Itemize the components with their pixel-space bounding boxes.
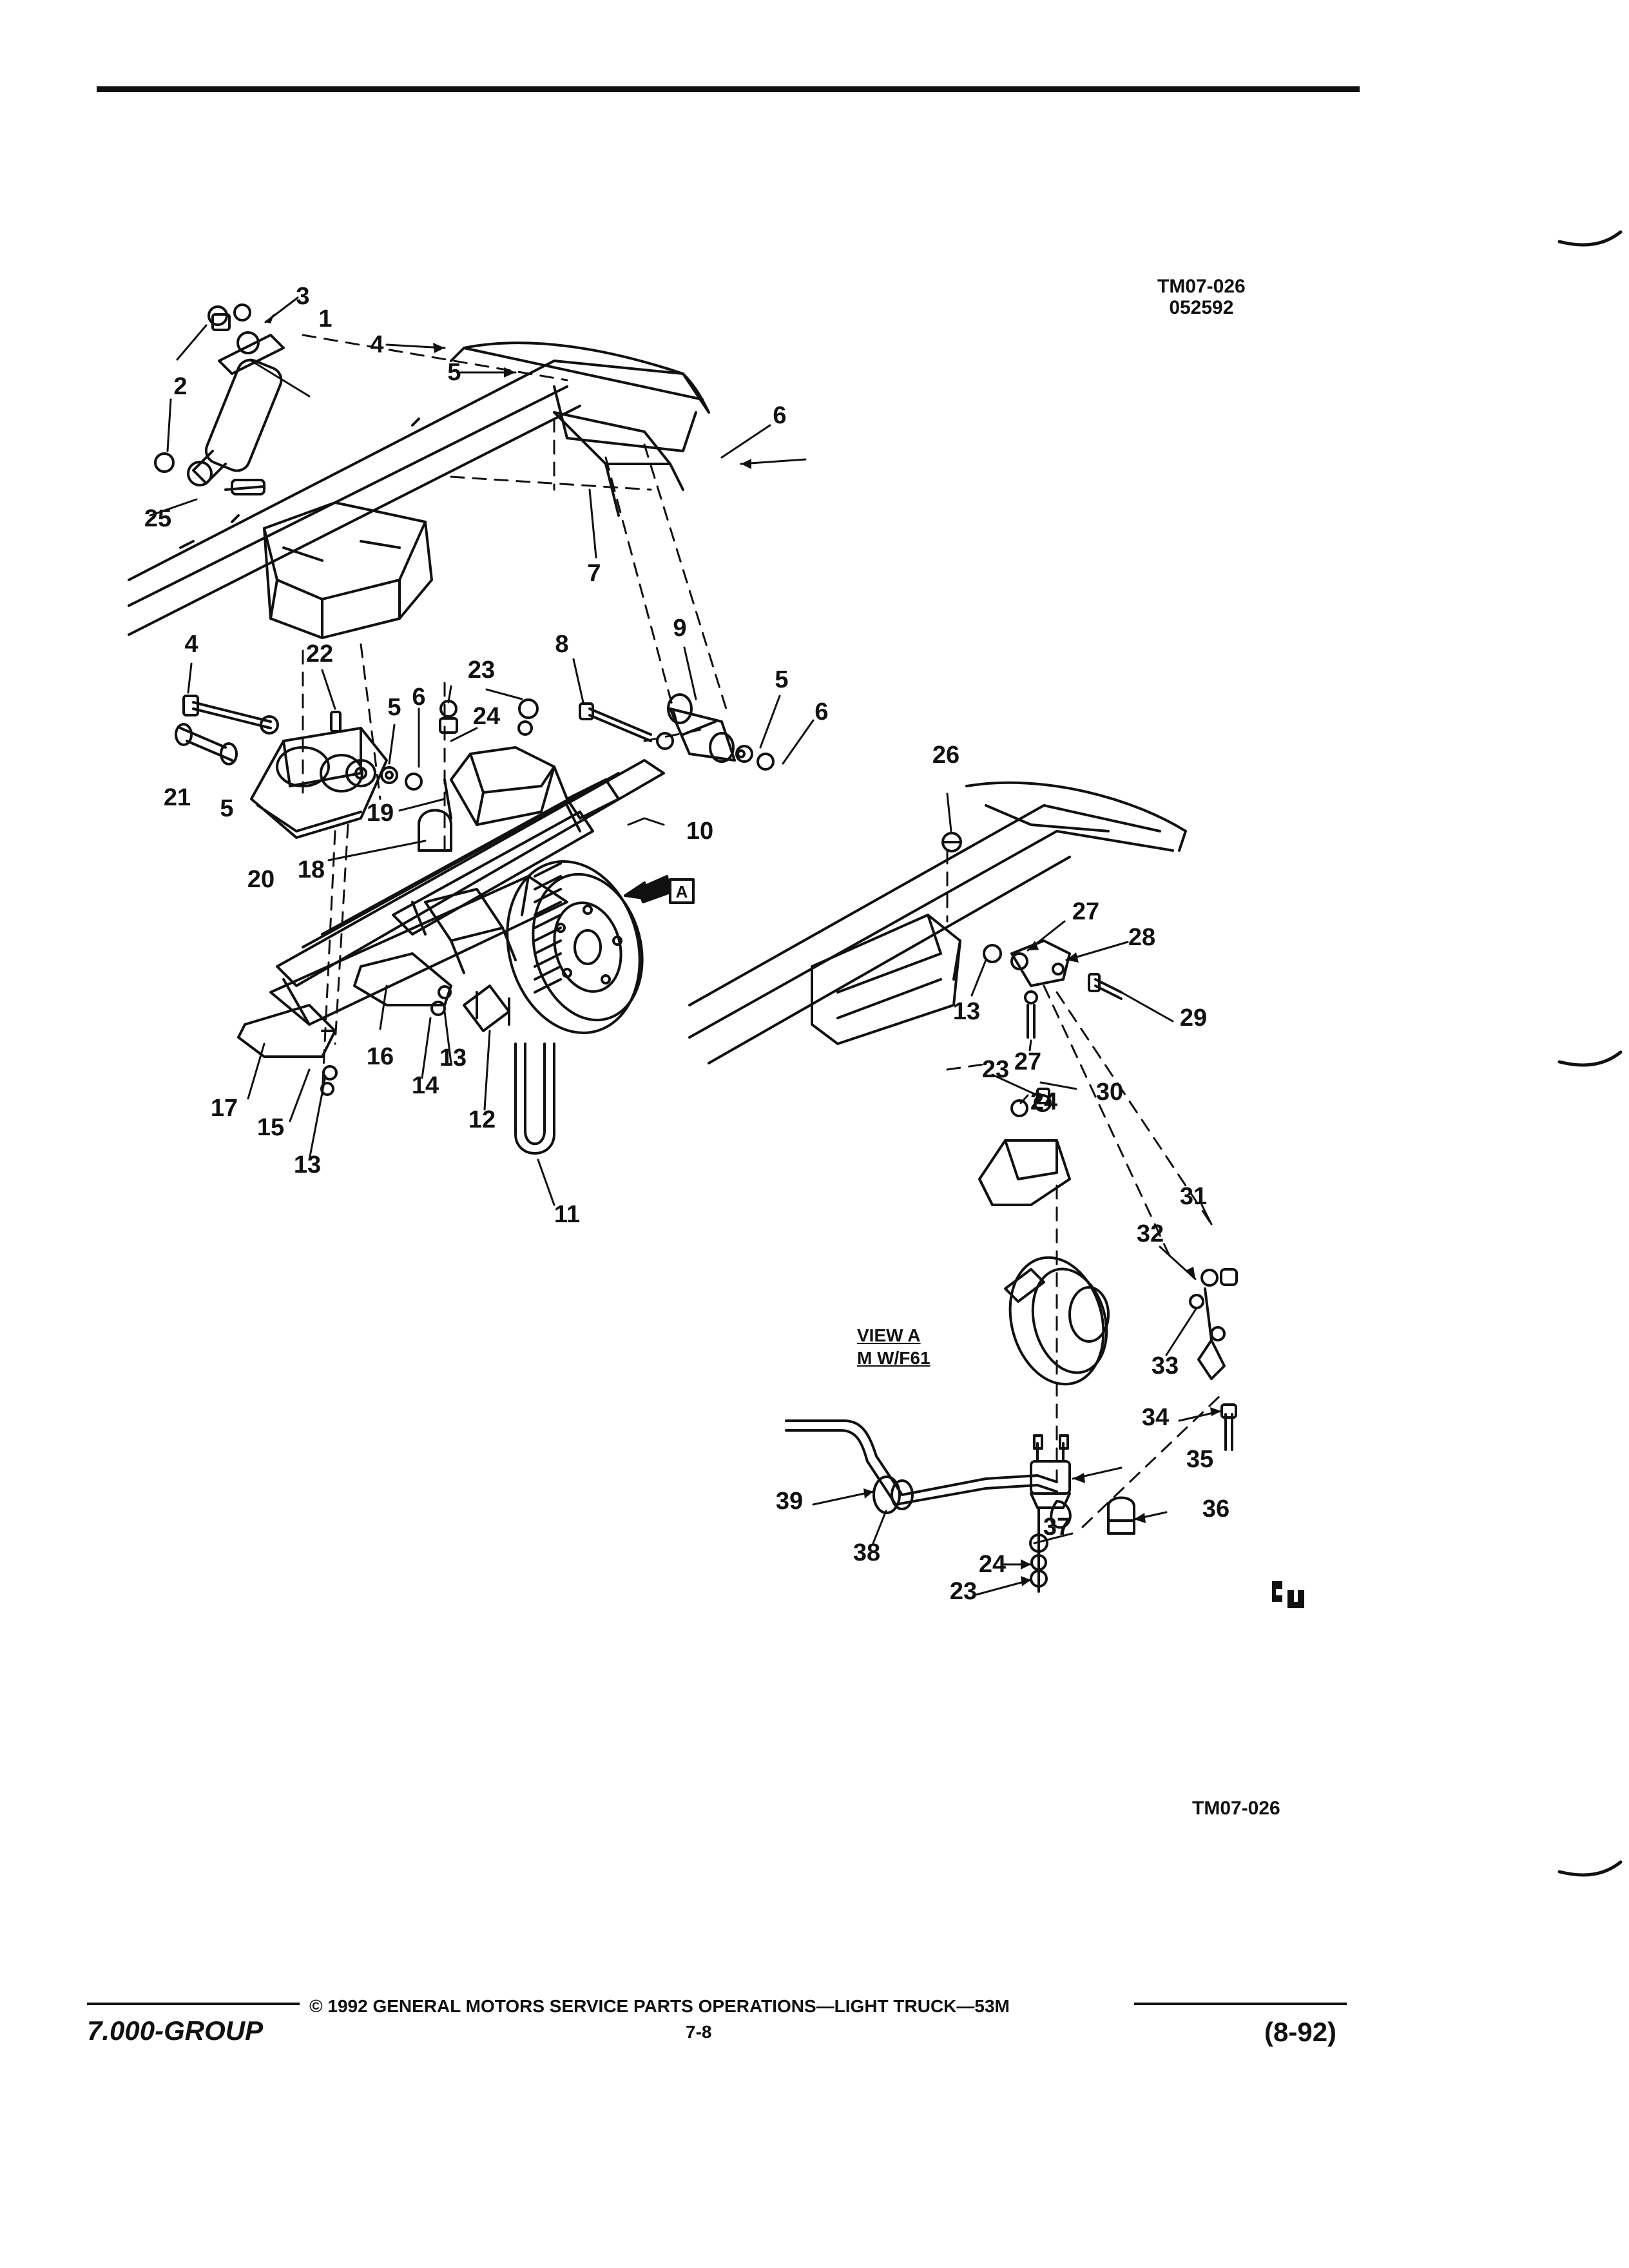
top-rule xyxy=(97,86,1360,92)
callout-number: 31 xyxy=(1179,1183,1208,1210)
footer-copyright: © 1992 GENERAL MOTORS SERVICE PARTS OPER… xyxy=(309,1996,1010,2016)
callout-number: 3 xyxy=(296,283,310,310)
callout-number: 14 xyxy=(411,1072,439,1099)
callout-number: 24 xyxy=(472,703,501,730)
callout-number: 37 xyxy=(1043,1514,1071,1541)
callout-number: 34 xyxy=(1141,1404,1170,1431)
callout-number: 39 xyxy=(775,1488,804,1515)
margin-mark xyxy=(1557,230,1623,247)
leader-arrowheads xyxy=(265,313,1221,1586)
stabilizer-bushing xyxy=(1107,1496,1135,1535)
stabilizer-link xyxy=(1029,1434,1072,1593)
callout-number: 25 xyxy=(144,505,172,532)
callout-number: 18 xyxy=(297,856,325,883)
view-arrow-label: A xyxy=(675,882,688,901)
margin-mark xyxy=(1557,1050,1623,1067)
callout-number: 33 xyxy=(1151,1352,1179,1379)
callout-number: 24 xyxy=(1030,1088,1058,1115)
spring-shackle xyxy=(667,693,736,763)
callout-number: 4 xyxy=(184,631,198,658)
callout-number: 13 xyxy=(952,998,981,1025)
view-a-parts xyxy=(941,832,1238,1451)
view-a-leader-dashes xyxy=(946,849,1226,1528)
callout-number: 28 xyxy=(1128,924,1156,951)
view-a-option: M W/F61 xyxy=(857,1348,930,1368)
callout-number: 5 xyxy=(387,694,401,721)
callout-number: 9 xyxy=(673,615,687,642)
footer-group: 7.000-GROUP xyxy=(87,2015,264,2046)
callout-number: 15 xyxy=(256,1114,285,1141)
front-hanger-bracket xyxy=(263,501,433,639)
callout-number: 23 xyxy=(981,1056,1010,1083)
spring-seat xyxy=(443,746,568,826)
callout-number: 5 xyxy=(220,795,234,822)
callout-number: 23 xyxy=(949,1578,978,1605)
callout-number: 24 xyxy=(978,1551,1007,1578)
brake-drum xyxy=(506,860,644,1034)
callout-number: 20 xyxy=(247,866,275,893)
callout-number: 36 xyxy=(1202,1495,1230,1523)
callout-number: 17 xyxy=(210,1095,238,1122)
figure-code-bottom: TM07-026 xyxy=(1192,1798,1280,1819)
footer-rule-left xyxy=(87,2003,300,2005)
figure-code: TM07-026 xyxy=(1157,276,1246,297)
callout-number: 21 xyxy=(163,784,191,811)
footer-date: (8-92) xyxy=(1264,2017,1337,2047)
leader-lines xyxy=(149,296,1222,1596)
spring-plates xyxy=(237,952,452,1096)
view-a-title: VIEW A xyxy=(857,1325,921,1345)
figure-date-code: 052592 xyxy=(1169,297,1234,318)
callout-number: 5 xyxy=(447,359,461,386)
fasteners-main xyxy=(330,698,775,791)
callout-number: 26 xyxy=(932,742,960,769)
callout-number: 8 xyxy=(555,631,569,658)
figure-code-top: TM07-026 052592 xyxy=(1157,276,1246,318)
callout-number: 27 xyxy=(1072,898,1100,925)
leader-dashes xyxy=(302,334,729,1097)
margin-mark xyxy=(1557,1860,1623,1877)
rear-shackle-hanger xyxy=(553,411,684,517)
callout-number: 11 xyxy=(554,1201,581,1228)
callout-number: 27 xyxy=(1014,1048,1042,1075)
callout-number: 6 xyxy=(773,402,787,429)
leaf-spring xyxy=(276,759,665,987)
bolt-long xyxy=(182,695,279,735)
callout-number: 10 xyxy=(686,818,714,845)
axle-housing xyxy=(269,875,568,1026)
spring-hanger-assembly xyxy=(250,727,388,839)
view-a-frame xyxy=(688,781,1187,1064)
jounce-bumper xyxy=(418,809,452,852)
shock-absorber xyxy=(154,303,285,495)
callout-number: 4 xyxy=(370,331,384,358)
callout-number: 13 xyxy=(439,1044,467,1072)
page-number: 7-8 xyxy=(686,2022,712,2042)
callout-number: 6 xyxy=(815,698,829,726)
callout-number: 29 xyxy=(1179,1004,1208,1032)
callout-number: 16 xyxy=(366,1043,394,1070)
callout-number: 38 xyxy=(853,1539,881,1566)
callout-number: 1 xyxy=(318,305,333,332)
view-a-label: VIEW A M W/F61 xyxy=(857,1324,930,1369)
callout-number: 7 xyxy=(587,560,601,587)
callout-number: 30 xyxy=(1095,1079,1124,1106)
callout-number: 32 xyxy=(1136,1220,1164,1247)
callout-number: 5 xyxy=(775,666,789,693)
view-arrow xyxy=(624,875,695,904)
callout-number: 19 xyxy=(366,800,394,827)
footer-rule-right xyxy=(1134,2003,1347,2005)
callout-number: 2 xyxy=(173,373,188,400)
spring-pin xyxy=(175,723,238,765)
callout-number: 35 xyxy=(1186,1446,1214,1473)
callout-number: 13 xyxy=(293,1151,322,1178)
frame-rail xyxy=(128,341,710,636)
callout-number: 23 xyxy=(467,657,496,684)
gm-logo-icon xyxy=(1272,1581,1304,1608)
callout-number: 6 xyxy=(412,684,426,711)
callout-number: 22 xyxy=(305,640,334,668)
stabilizer-bar xyxy=(785,1419,1058,1514)
callout-number: 12 xyxy=(468,1106,496,1133)
u-bolt xyxy=(463,985,555,1155)
